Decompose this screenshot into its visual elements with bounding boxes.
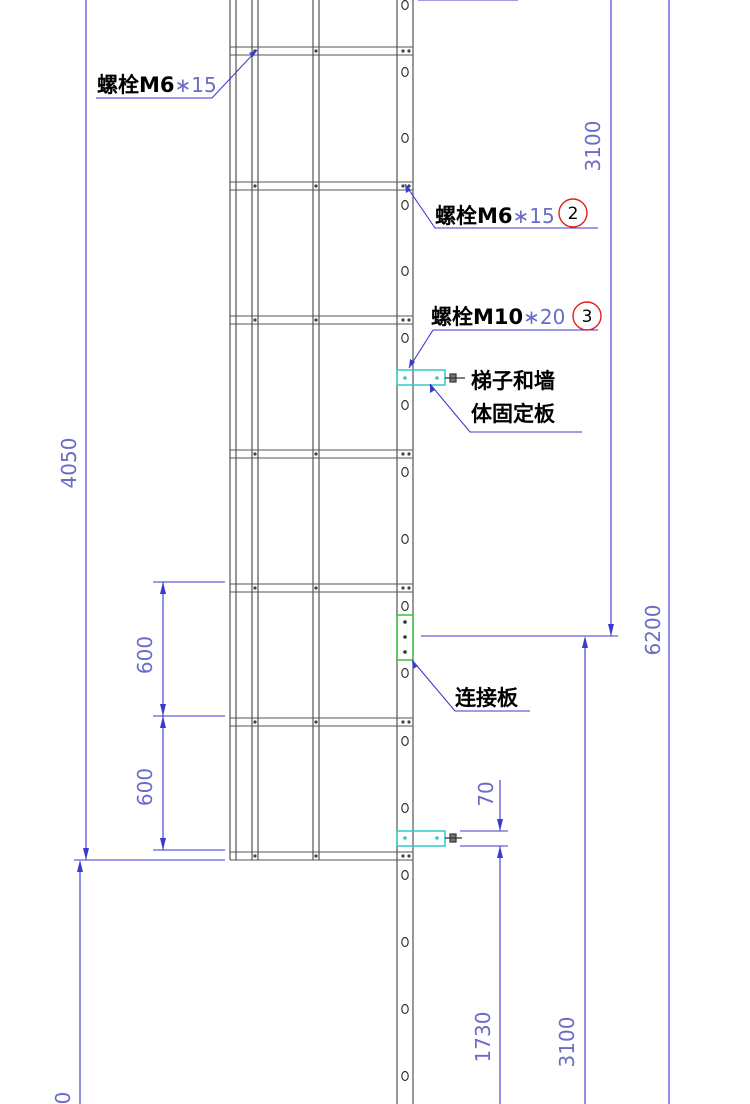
rail-slot [401,1070,409,1082]
anchor-bolt-icon [445,373,465,383]
rung-bolt-dot [314,854,318,858]
rail-slot [401,0,409,11]
reference-number-3: 3 [572,301,602,331]
rung-bolt-dot [401,318,405,322]
dimension-lines [74,0,670,1104]
rail-slot [401,735,409,747]
wall-bracket-upper [396,369,465,386]
rail-slot [401,265,409,277]
rail-slot [401,332,409,344]
bolt-callout-m10: 螺栓M10∗20 [431,305,565,329]
rail-slot [401,399,409,411]
wall-plate-label-line1: 梯子和墙 [471,369,555,393]
rung-bolt-dot [401,854,405,858]
rung-bolt-dot [407,854,411,858]
dimension-partial: 0 [51,1092,75,1104]
rail-slot [401,869,409,881]
rung-bolt-dot [314,49,318,53]
rung-bolt-dot [314,318,318,322]
rung-bolt-dot [253,586,257,590]
rail-slot [401,533,409,545]
anchor-bolt-icon [445,833,462,843]
rail-slot [401,802,409,814]
rung-bolt-dot [314,184,318,188]
rung-bolts [253,49,411,858]
reference-number-2: 2 [558,198,588,228]
dimension-70: 70 [474,781,498,806]
dimension-4050: 4050 [57,438,81,489]
rung-bolt-dot [253,720,257,724]
rung-bolt-dot [407,586,411,590]
rail-slot [401,936,409,948]
ladder-rungs [230,46,413,861]
rung-bolt-dot [253,184,257,188]
connector-plate-label: 连接板 [455,686,519,710]
connector-plate [396,614,414,661]
rung-bolt-dot [314,452,318,456]
rung-bolt-dot [407,452,411,456]
rail-slot [401,199,409,211]
rung-bolt-dot [253,854,257,858]
bolt-callout-m6-right: 螺栓M6∗15 [435,204,555,228]
rail-slot [401,466,409,478]
rail-slot [401,600,409,612]
leader-arrows [249,50,435,669]
dimension-1730: 1730 [471,1012,495,1063]
dimension-600-lower: 600 [133,768,157,806]
rung-bolt-dot [253,318,257,322]
svg-text:3: 3 [582,307,593,327]
rail-slot [401,667,409,679]
rung-bolt-dot [407,720,411,724]
rung-bolt-dot [401,720,405,724]
rung-bolt-dot [401,49,405,53]
rail-slot [401,66,409,78]
rung-bolt-dot [401,184,405,188]
rail-slots [401,0,409,1082]
rung-bolt-dot [314,586,318,590]
dimension-600-upper: 600 [133,636,157,674]
ladder-frame [229,0,414,1104]
rail-slot [401,132,409,144]
wall-bracket-lower [396,830,462,847]
bolt-callout-m6-left: 螺栓M6∗15 [97,73,217,97]
dimension-3100-top: 3100 [581,121,605,172]
dimension-6200: 6200 [641,605,665,656]
dimension-3100-bottom: 3100 [555,1017,579,1068]
rail-slot [401,1003,409,1015]
rung-bolt-dot [401,586,405,590]
rung-bolt-dot [407,184,411,188]
rung-bolt-dot [407,49,411,53]
rung-bolt-dot [407,318,411,322]
rung-bolt-dot [401,452,405,456]
wall-plate-label-line2: 体固定板 [471,402,556,426]
rung-bolt-dot [253,452,257,456]
dimension-arrows [77,582,614,872]
rung-bolt-dot [314,720,318,724]
leader-lines [96,49,598,712]
svg-text:2: 2 [568,204,579,224]
